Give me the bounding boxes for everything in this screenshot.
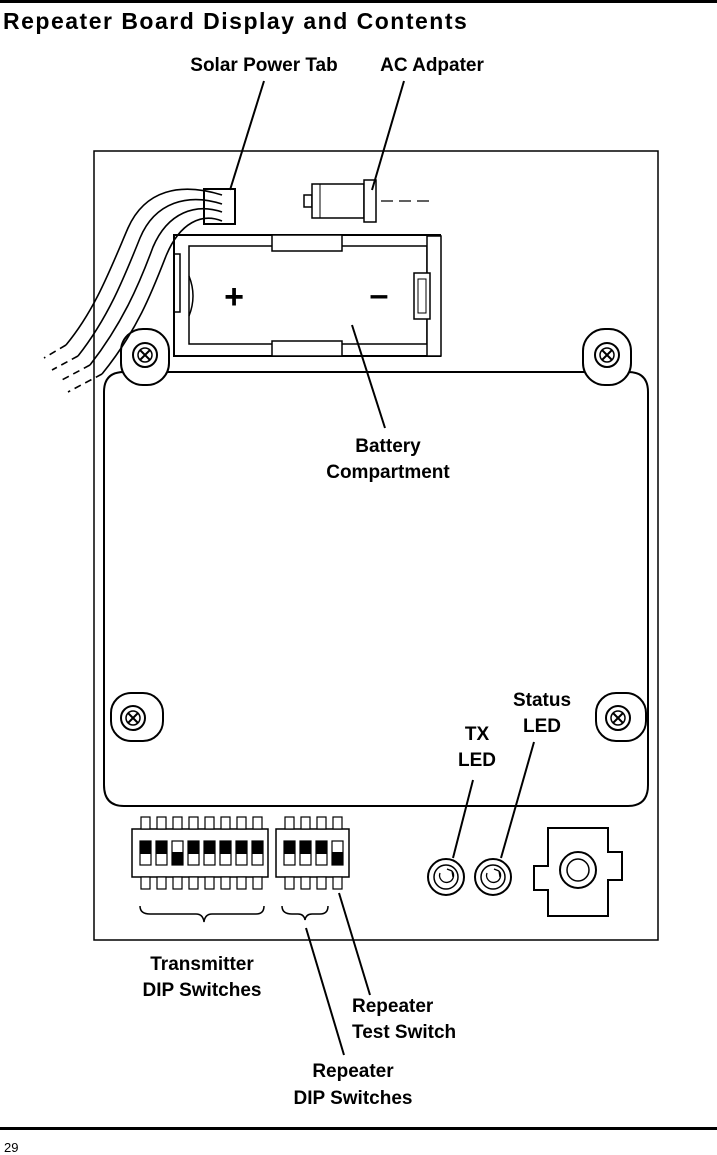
battery-label-line2: Compartment bbox=[326, 462, 450, 483]
repeater-dip-switches bbox=[275, 816, 350, 890]
status-led bbox=[474, 858, 512, 896]
battery-compartment bbox=[173, 234, 442, 357]
transmitter-dip-switches bbox=[131, 816, 269, 890]
transmitter-dip-label-line1: Transmitter bbox=[150, 954, 254, 975]
tx-led-label-line2: LED bbox=[458, 750, 496, 771]
screw-top-left bbox=[120, 328, 170, 386]
leader-lines bbox=[229, 80, 535, 1056]
repeater-dip-label-line2: DIP Switches bbox=[294, 1088, 413, 1109]
battery-minus-sign: – bbox=[370, 276, 389, 314]
bottom-rule bbox=[0, 1127, 717, 1130]
screw-top-right bbox=[582, 328, 632, 386]
repeater-test-switch-label-line1: Repeater bbox=[352, 996, 434, 1017]
repeater-test-switch-label-line2: Test Switch bbox=[352, 1022, 456, 1043]
screw-bottom-left bbox=[110, 692, 164, 742]
cover-panel bbox=[103, 371, 649, 807]
transmitter-dip-label-line2: DIP Switches bbox=[143, 980, 262, 1001]
screw-bottom-right bbox=[595, 692, 647, 742]
solar-wires bbox=[43, 188, 223, 393]
transmitter-brace bbox=[139, 905, 265, 923]
tx-led-label-line1: TX bbox=[465, 724, 490, 745]
page-title: Repeater Board Display and Contents bbox=[3, 8, 469, 34]
repeater-brace bbox=[281, 905, 329, 921]
status-led-label-line1: Status bbox=[513, 690, 571, 711]
solar-power-tab-label: Solar Power Tab bbox=[190, 55, 337, 76]
power-connector-block bbox=[533, 827, 623, 917]
page-number: 29 bbox=[4, 1140, 19, 1155]
repeater-dip-label-line1: Repeater bbox=[312, 1061, 394, 1082]
ac-adapter-jack bbox=[303, 179, 429, 223]
ac-adapter-label: AC Adpater bbox=[380, 55, 484, 76]
battery-label-line1: Battery bbox=[355, 436, 421, 457]
status-led-label-line2: LED bbox=[523, 716, 561, 737]
tx-led bbox=[427, 858, 465, 896]
battery-plus-sign: + bbox=[224, 278, 244, 316]
top-rule bbox=[0, 0, 717, 3]
